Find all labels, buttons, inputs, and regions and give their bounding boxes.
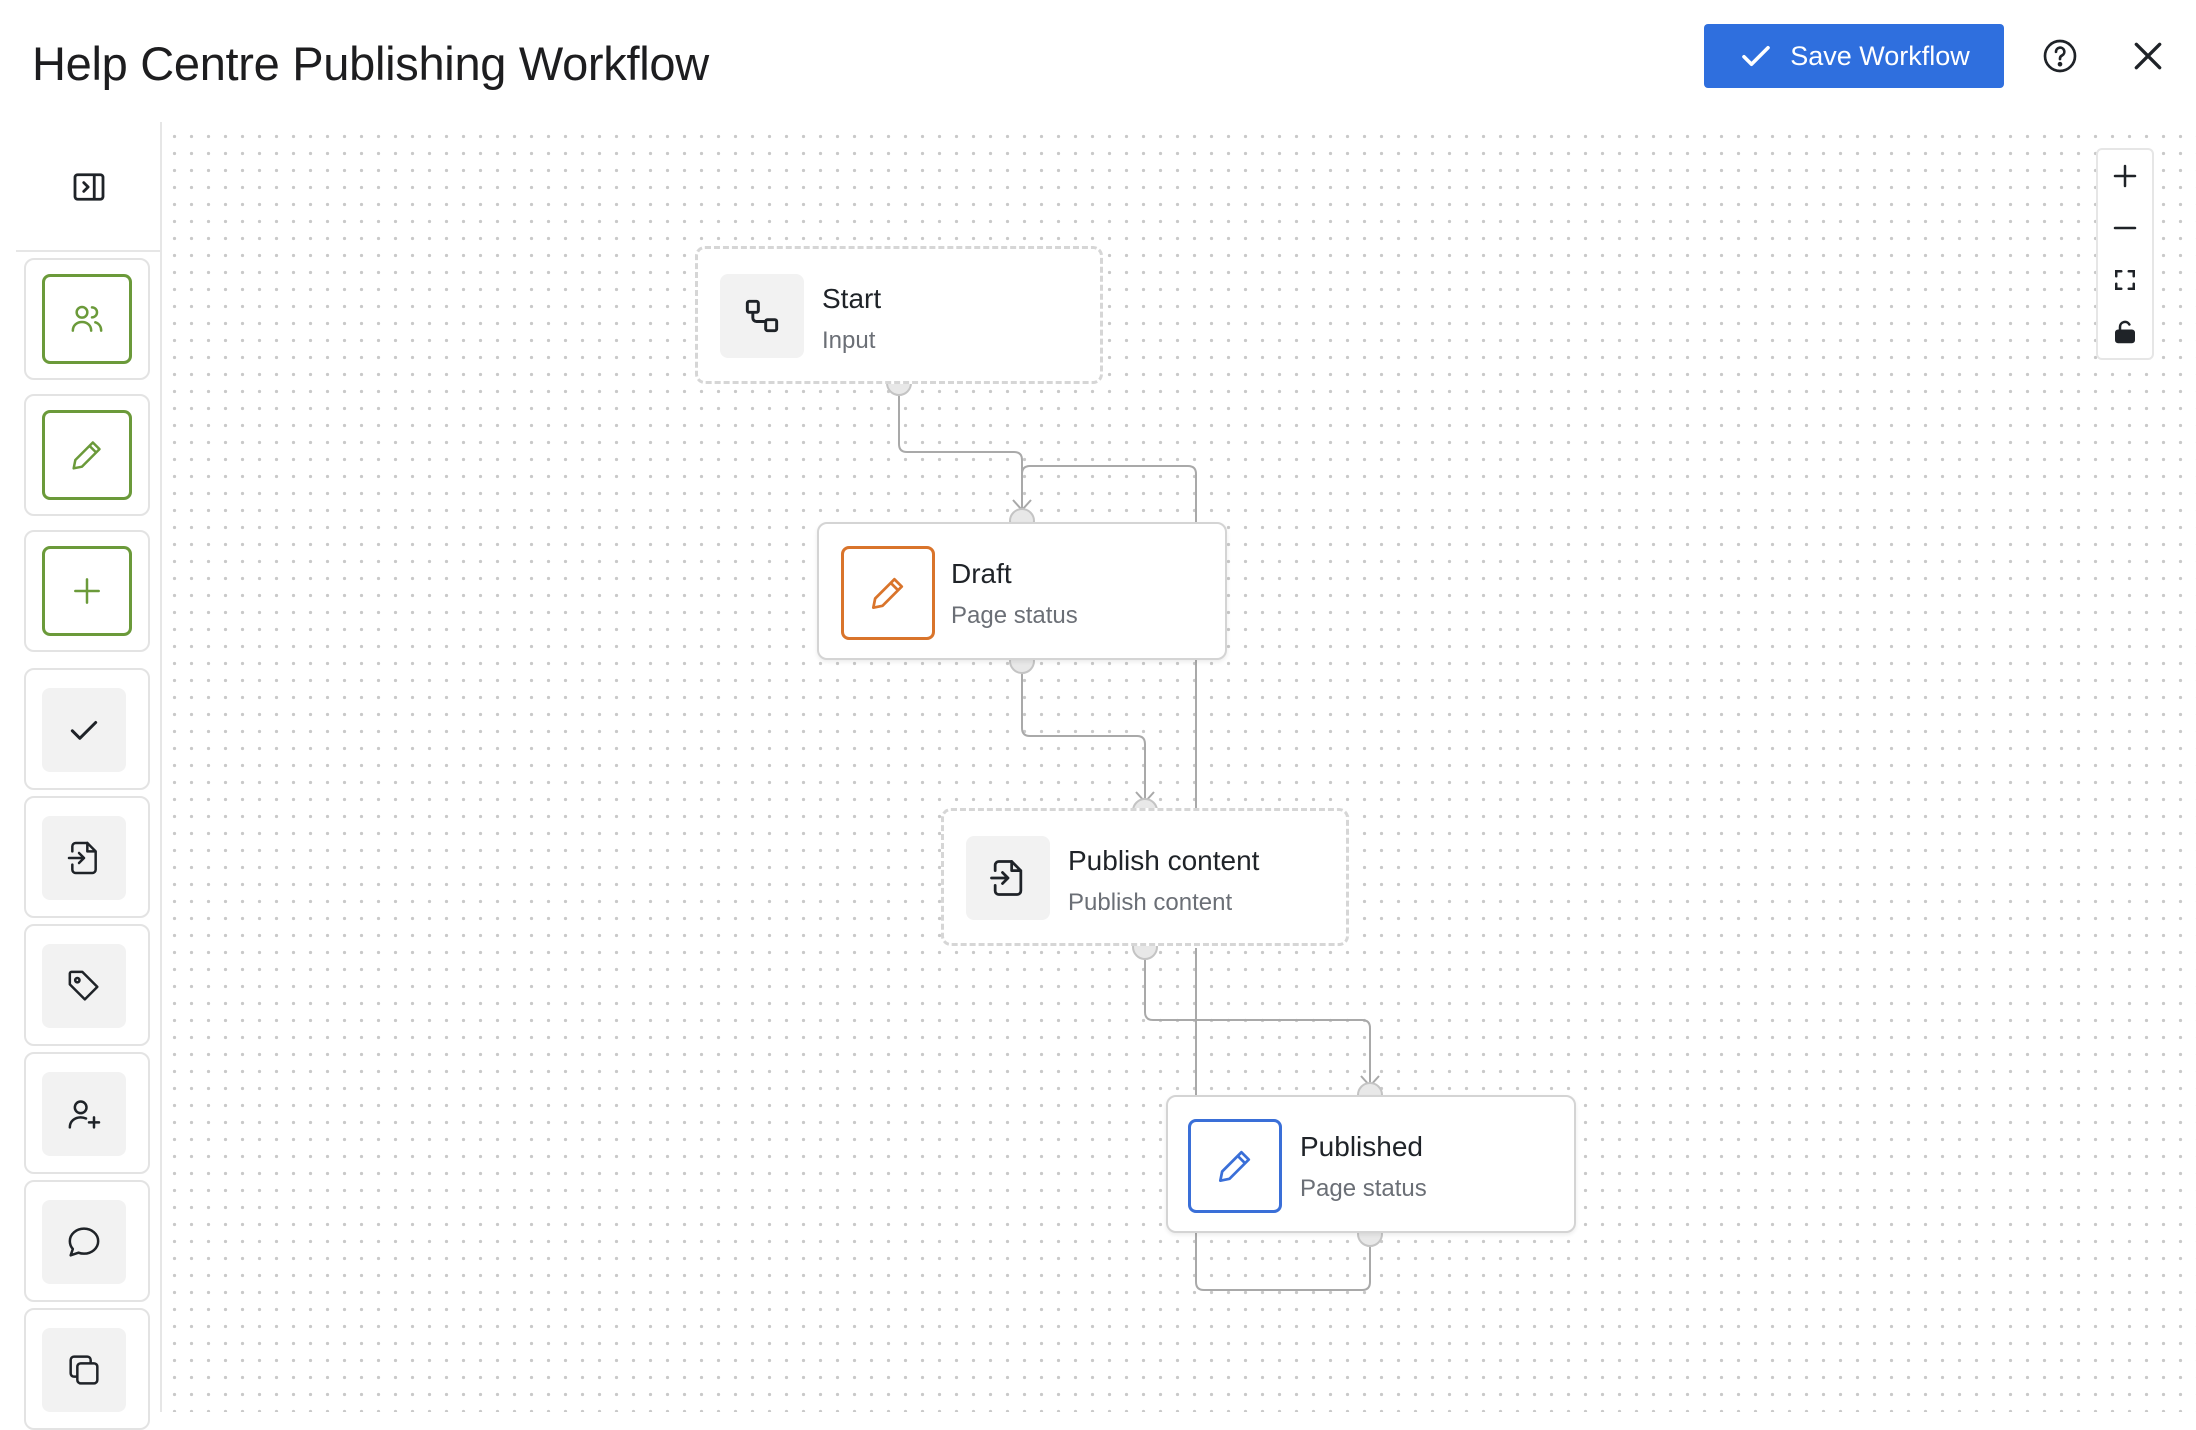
palette-tile-users[interactable] xyxy=(24,258,150,380)
check-icon xyxy=(70,721,98,740)
panel-collapse-icon[interactable] xyxy=(68,166,110,208)
palette-tile-add[interactable] xyxy=(24,530,150,652)
node-published-subtitle: Page status xyxy=(1300,1175,1427,1202)
node-palette-sidebar xyxy=(0,122,162,1430)
fit-view-icon[interactable] xyxy=(2098,254,2152,306)
header: Help Centre Publishing Workflow Save Wor… xyxy=(0,0,2196,122)
palette-tile-approve[interactable] xyxy=(24,668,150,790)
save-workflow-button[interactable]: Save Workflow xyxy=(1704,24,2004,88)
zoom-in-icon[interactable] xyxy=(2098,150,2152,202)
message-icon xyxy=(68,1227,100,1257)
pencil-icon xyxy=(1188,1119,1282,1213)
node-start-subtitle: Input xyxy=(822,327,876,354)
lock-icon[interactable] xyxy=(2098,306,2152,358)
zoom-controls xyxy=(2096,148,2154,360)
file-import-icon xyxy=(966,836,1050,920)
palette-tile-copy[interactable] xyxy=(24,1308,150,1430)
close-icon[interactable] xyxy=(2128,36,2168,76)
page-title: Help Centre Publishing Workflow xyxy=(32,37,709,90)
node-draft-subtitle: Page status xyxy=(951,602,1078,629)
pencil-icon xyxy=(841,546,935,640)
palette-tile-comment[interactable] xyxy=(24,1180,150,1302)
node-publish-content[interactable]: Publish content Publish content xyxy=(941,808,1349,946)
palette-tile-assign-user[interactable] xyxy=(24,1052,150,1174)
help-circle-icon[interactable] xyxy=(2040,36,2080,76)
flow-nodes-icon xyxy=(720,274,804,358)
node-publish-title: Publish content xyxy=(1068,845,1260,876)
file-import-icon xyxy=(67,841,97,875)
palette-tile-publish[interactable] xyxy=(24,796,150,918)
node-draft[interactable]: Draft Page status xyxy=(817,522,1227,660)
node-draft-title: Draft xyxy=(951,558,1012,589)
palette-tile-page-status[interactable] xyxy=(24,394,150,516)
pencil-icon xyxy=(72,441,101,470)
node-start-title: Start xyxy=(822,283,882,314)
node-published-title: Published xyxy=(1300,1131,1423,1162)
palette-tile-tag[interactable] xyxy=(24,924,150,1046)
node-start[interactable]: Start Input xyxy=(695,246,1103,384)
copy-icon xyxy=(69,1355,99,1385)
tag-icon xyxy=(68,970,99,1001)
plus-icon xyxy=(74,578,100,604)
node-publish-subtitle: Publish content xyxy=(1068,889,1233,916)
user-plus-icon xyxy=(68,1100,101,1129)
save-workflow-label: Save Workflow xyxy=(1790,40,1970,71)
node-published[interactable]: Published Page status xyxy=(1166,1095,1576,1233)
sidebar-divider xyxy=(16,250,160,252)
users-icon xyxy=(71,305,103,332)
check-icon xyxy=(1742,45,1771,67)
zoom-out-icon[interactable] xyxy=(2098,202,2152,254)
